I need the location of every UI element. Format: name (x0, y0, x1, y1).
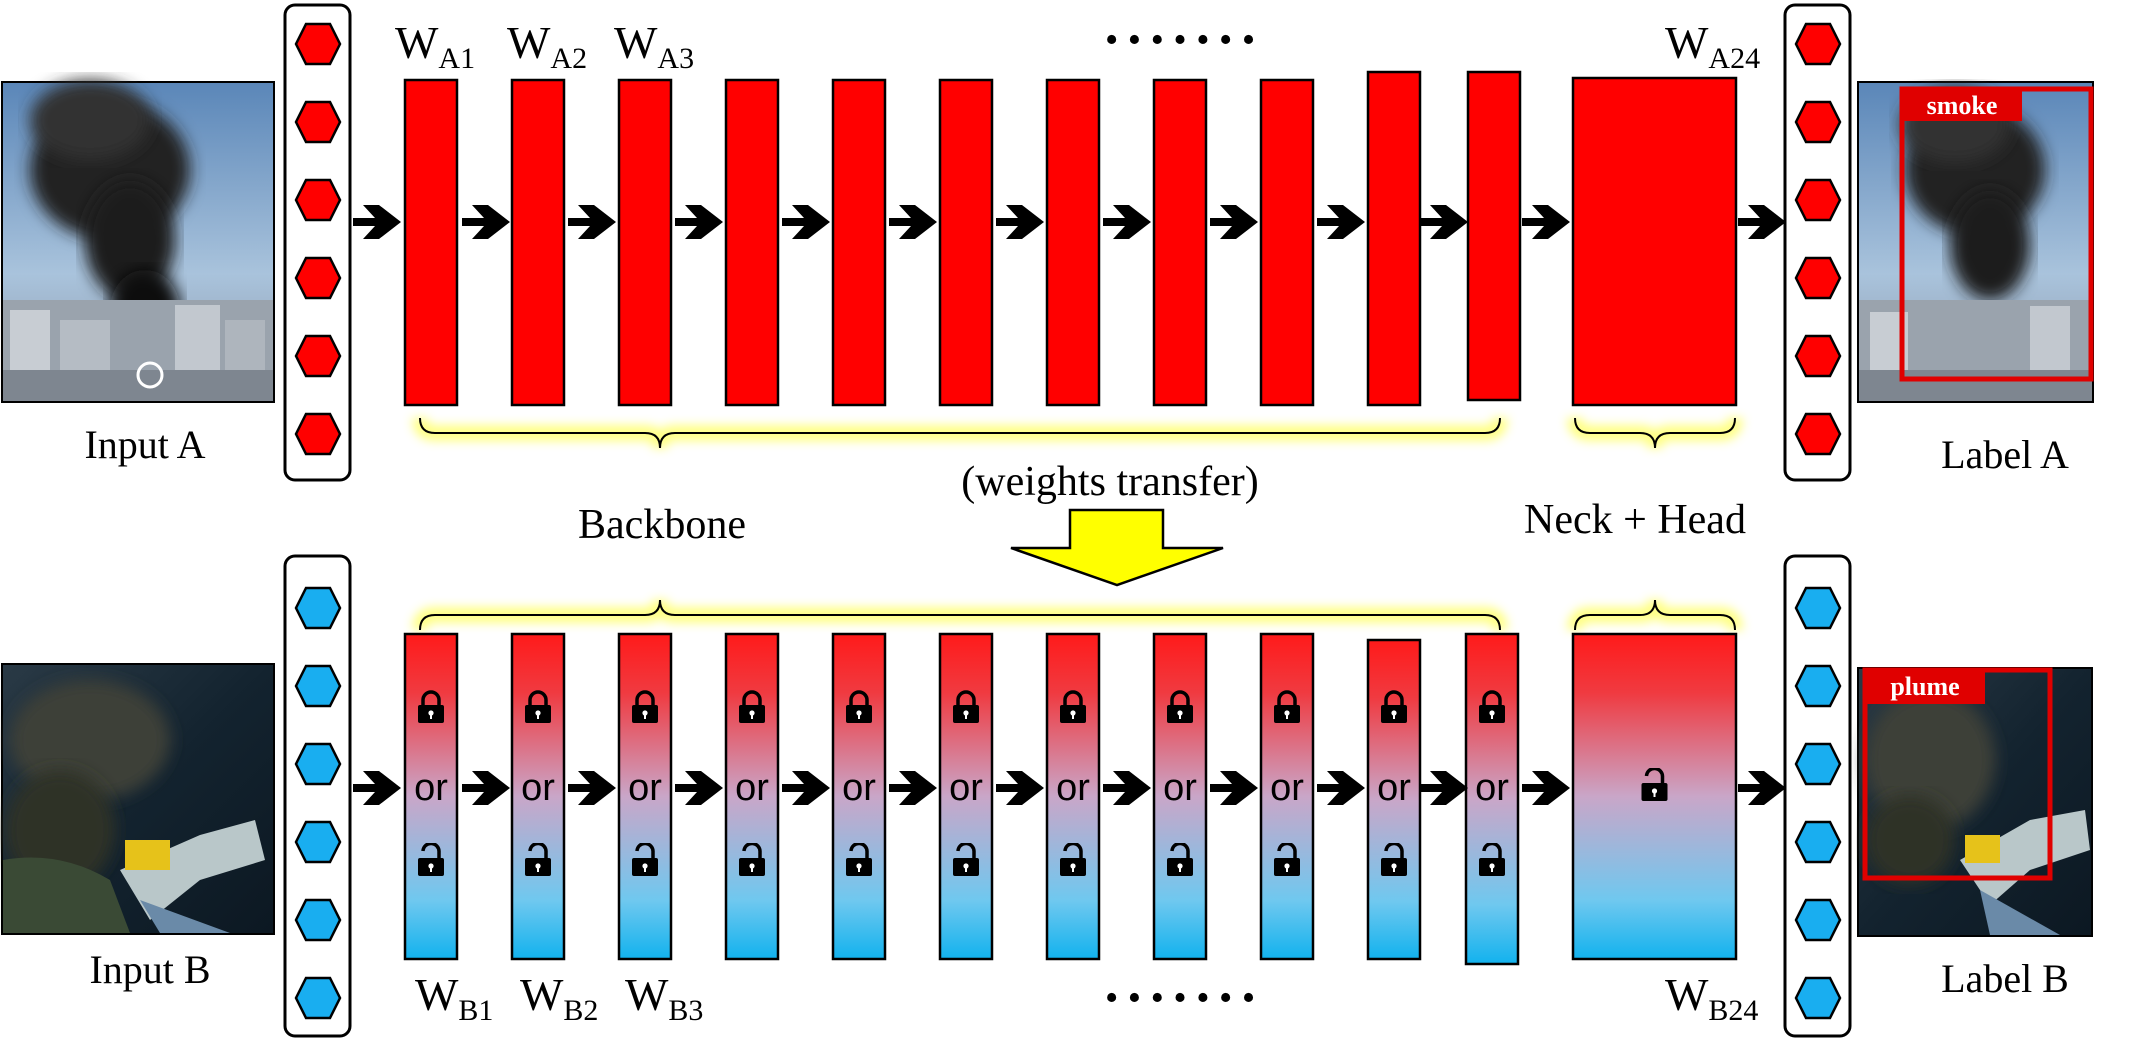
flow-arrow-b-11 (1420, 771, 1468, 805)
input-b-image (1, 663, 275, 935)
neck-head-bracket-top (1567, 417, 1743, 449)
or-label: or (414, 767, 448, 809)
layer-b-block-11 (1464, 632, 1520, 966)
weight-label-a1: WA1 (395, 17, 475, 75)
or-label: or (1475, 767, 1509, 809)
flow-arrow-a-10 (1317, 205, 1365, 239)
flow-arrow-a-13 (1738, 205, 1786, 239)
weight-label-a24: WA24 (1665, 17, 1760, 75)
flow-arrow-a-9 (1210, 205, 1258, 239)
layer-a-block-1 (403, 78, 459, 407)
flow-arrow-a-3 (568, 205, 616, 239)
or-label: or (628, 767, 662, 809)
or-label: or (1270, 767, 1304, 809)
neck-head-a-block (1571, 76, 1738, 407)
label-b-image (1857, 667, 2093, 937)
input-a-image (1, 80, 275, 403)
input-b-label: Input B (89, 947, 210, 992)
backbone-label: Backbone (578, 502, 746, 548)
model-a-layers (403, 70, 1738, 407)
input-a-node-column (283, 3, 352, 482)
weight-label-b1: WB1 (415, 969, 493, 1027)
flow-arrow-b-4 (675, 771, 723, 805)
backbone-bracket-top (412, 417, 1508, 449)
flow-arrow-b-13 (1738, 771, 1786, 805)
flow-arrow-b-9 (1210, 771, 1258, 805)
transfer-arrow (1010, 508, 1224, 587)
layer-b-block-2 (510, 632, 566, 961)
flow-arrow-b-5 (782, 771, 830, 805)
layer-a-block-2 (510, 78, 566, 407)
weights-transfer-text: (weights transfer) (961, 459, 1258, 505)
layer-a-block-11 (1466, 70, 1522, 402)
layer-b-block-5 (831, 632, 887, 961)
layer-b-block-8 (1152, 632, 1208, 961)
flow-arrow-a-1 (353, 205, 401, 239)
layer-a-block-10 (1366, 70, 1422, 407)
flow-arrow-a-5 (782, 205, 830, 239)
backbone-bracket-bottom (412, 599, 1508, 631)
flow-arrow-a-6 (889, 205, 937, 239)
input-a-label: Input A (84, 422, 205, 467)
or-label: or (842, 767, 876, 809)
layer-a-block-5 (831, 78, 887, 407)
flow-arrow-a-4 (675, 205, 723, 239)
model-b-layers: or or or or or or or or or or or (403, 632, 1738, 966)
layer-b-block-1 (403, 632, 459, 961)
smoke-tag: smoke (1927, 91, 1998, 120)
weight-label-a2: WA2 (507, 17, 587, 75)
layer-b-block-9 (1259, 632, 1315, 961)
neck-head-bracket-bottom (1567, 599, 1743, 631)
flow-arrow-b-6 (889, 771, 937, 805)
flow-arrow-a-11 (1420, 205, 1468, 239)
flow-arrow-b-10 (1317, 771, 1365, 805)
output-b-node-column (1783, 554, 1852, 1038)
or-label: or (1163, 767, 1197, 809)
layer-a-block-6 (938, 78, 994, 407)
weight-label-b24: WB24 (1665, 969, 1758, 1027)
label-b-text: Label B (1941, 956, 2069, 1001)
flow-arrow-a-12 (1522, 205, 1570, 239)
flow-arrow-a-8 (1103, 205, 1151, 239)
or-label: or (521, 767, 555, 809)
layer-a-block-7 (1045, 78, 1101, 407)
weight-label-a3: WA3 (614, 17, 694, 75)
bottom-ellipsis: • • • • • • • (1105, 977, 1255, 1019)
weight-label-b3: WB3 (625, 969, 703, 1027)
output-a-node-column (1783, 3, 1852, 482)
layer-b-block-4 (724, 632, 780, 961)
layer-a-block-9 (1259, 78, 1315, 407)
neck-head-label: Neck + Head (1524, 497, 1746, 543)
flow-arrow-b-2 (462, 771, 510, 805)
or-label: or (1056, 767, 1090, 809)
input-b-node-column (283, 554, 352, 1038)
layer-a-block-4 (724, 78, 780, 407)
or-label: or (735, 767, 769, 809)
top-ellipsis: • • • • • • • (1105, 19, 1255, 61)
label-a-text: Label A (1941, 432, 2069, 477)
plume-tag: plume (1890, 672, 1959, 701)
flow-arrow-b-12 (1522, 771, 1570, 805)
flow-arrow-a-7 (996, 205, 1044, 239)
layer-b-block-6 (938, 632, 994, 961)
label-a-image (1857, 81, 2094, 403)
flow-arrow-b-1 (353, 771, 401, 805)
flow-arrow-b-3 (568, 771, 616, 805)
layer-b-block-7 (1045, 632, 1101, 961)
flow-arrow-b-7 (996, 771, 1044, 805)
layer-a-block-3 (617, 78, 673, 407)
flow-arrow-b-8 (1103, 771, 1151, 805)
flow-arrow-a-2 (462, 205, 510, 239)
or-label: or (1377, 767, 1411, 809)
layer-a-block-8 (1152, 78, 1208, 407)
layer-b-block-3 (617, 632, 673, 961)
weight-label-b2: WB2 (520, 969, 598, 1027)
or-label: or (949, 767, 983, 809)
